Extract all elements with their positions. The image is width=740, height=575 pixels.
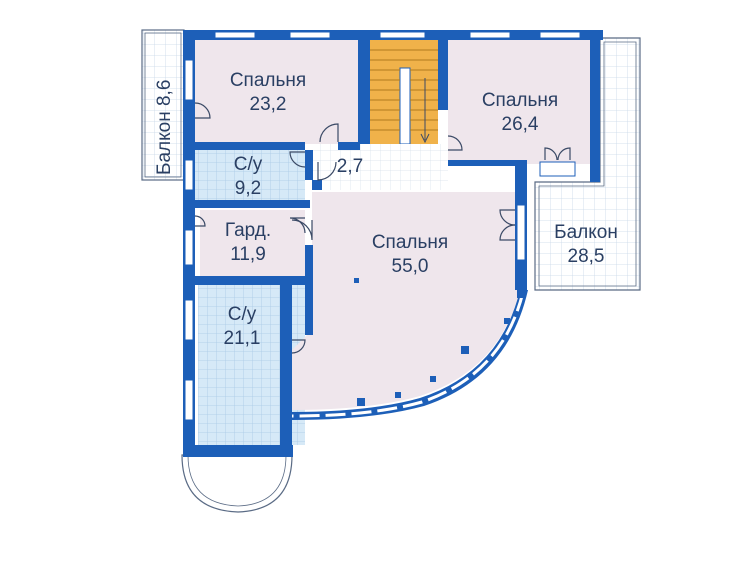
room-bedroom-1 xyxy=(195,40,360,144)
bedroom-2-name: Спальня xyxy=(482,90,558,111)
balcony-right-area: 28,5 xyxy=(568,246,605,267)
column-marker xyxy=(354,278,359,283)
bedroom-2-area: 26,4 xyxy=(502,114,539,135)
wardrobe-area: 11,9 xyxy=(230,244,266,265)
hall-area: 2,7 xyxy=(337,156,363,177)
bedroom-main-area: 55,0 xyxy=(392,256,429,277)
doors xyxy=(194,102,571,354)
arc-posts xyxy=(357,290,525,406)
room-wardrobe xyxy=(200,210,305,278)
balcony-left-label: Балкон 8,6 xyxy=(154,80,175,175)
bedroom-1-area: 23,2 xyxy=(250,94,287,115)
balcony-left xyxy=(141,29,185,181)
room-hall xyxy=(312,144,448,190)
bay-window xyxy=(181,454,293,513)
bathroom-1-area: 9,2 xyxy=(235,178,261,199)
room-bedroom-main xyxy=(292,192,520,410)
bedroom-main-name: Спальня xyxy=(372,232,448,253)
bathroom-2-area: 21,1 xyxy=(224,328,261,349)
wardrobe-name: Гард. xyxy=(225,220,271,241)
bathroom-1-name: С/у xyxy=(234,154,263,175)
room-bathroom-1 xyxy=(195,150,305,200)
bedroom-1-name: Спальня xyxy=(230,70,306,91)
balcony-right-name: Балкон xyxy=(554,222,618,243)
arc-window xyxy=(291,291,525,418)
staircase xyxy=(370,40,438,145)
bathroom-2-name: С/у xyxy=(228,304,257,325)
windows xyxy=(184,31,581,421)
room-bedroom-2 xyxy=(448,40,590,164)
balcony-left-text: Балкон 8,6 xyxy=(154,80,175,175)
